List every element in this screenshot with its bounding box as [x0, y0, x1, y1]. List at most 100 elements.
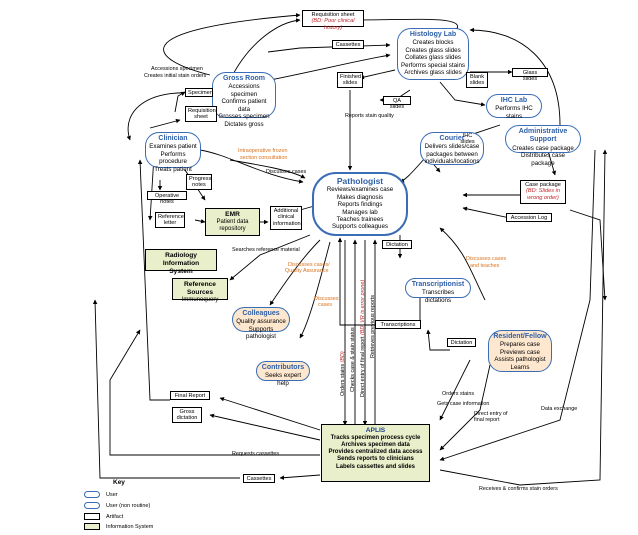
artifact-text: clinical	[277, 214, 295, 221]
emr-line: repository	[219, 226, 246, 233]
edge-label: Discusses cases	[466, 256, 507, 262]
refs-sub: Immunoquery	[181, 297, 219, 304]
colleagues-node: Colleagues Quality assurance Supports pa…	[232, 307, 290, 340]
edge-label: Direct entry of	[474, 411, 508, 417]
pathologist-line: Manages lab	[342, 208, 378, 216]
artifact-text: Finished	[340, 74, 362, 80]
contributors-line: Seeks expert help	[264, 372, 302, 387]
artifact-text: Additional	[273, 208, 299, 214]
bottleneck-text: (BD: Poor clinical history)	[311, 18, 355, 31]
artifact-text: Progress	[189, 176, 212, 182]
artifact-text: Reference	[158, 214, 184, 220]
resident-fellow-line: Prepares case	[500, 341, 540, 349]
artifact-text: Glass slides	[522, 70, 538, 83]
key-row-artifact: Artifact	[84, 513, 123, 520]
artifact-text: Final Report	[174, 393, 206, 399]
key-row-user: User	[84, 491, 118, 498]
key-row-information-system: Information System	[84, 523, 153, 530]
artifact-text: Dictation	[386, 242, 408, 248]
artifact-text: Blank	[470, 74, 484, 80]
pathologist-line: Makes diagnosis	[336, 193, 384, 201]
cassettes-artifact: Cassettes	[332, 40, 364, 49]
gross-room-line: Grosses specimen	[218, 113, 270, 121]
artifact-text: information	[273, 220, 301, 227]
courier-line: packages between	[426, 150, 478, 158]
nonroutine-user-swatch	[84, 502, 100, 509]
pathologist-line: Supports colleagues	[331, 223, 389, 231]
courier-title: Courier	[439, 135, 465, 142]
resident-fellow-node: Resident/Fellow Prepares case Previews c…	[488, 330, 552, 372]
aplis-system: APLIS Tracks specimen process cycle Arch…	[321, 424, 430, 482]
clinician-line: Examines patient	[149, 143, 197, 151]
resident-fellow-line: Assists pathologist	[494, 356, 546, 364]
artifact-text: Cassettes	[246, 476, 272, 482]
edge-label: Quality Assurance	[285, 268, 329, 274]
artifact-text: Specimen	[188, 90, 213, 96]
clinician-line: Performs procedure	[159, 150, 187, 166]
histology-lab-line: Collates glass slides	[404, 54, 462, 62]
key-label: Artifact	[106, 513, 124, 520]
administrative-support-line: Creates case package	[512, 144, 574, 152]
emr-line: Patient data	[216, 218, 249, 225]
vertical-edge-label: Retrieves previous reports	[370, 295, 376, 358]
transcriptions-artifact: Transcriptions	[375, 320, 421, 329]
clinician-title: Clinician	[158, 135, 188, 142]
histology-lab-line: Creates blocks	[412, 39, 454, 47]
edge-label: Requests cassettes	[232, 451, 280, 457]
vertical-edge-label: Orders stains (BD)	[340, 351, 346, 396]
gross-room-line: Dictates gross	[224, 120, 264, 128]
artifact-swatch	[84, 513, 100, 520]
edge-text: Checks case & stain status	[350, 327, 356, 392]
edge-label: Data exchange	[541, 406, 578, 412]
operative-notes-artifact: Operative notes	[147, 191, 187, 205]
artifact-text: Gross	[179, 409, 195, 415]
resident-fellow-line: Learns	[510, 363, 530, 371]
key-label: Information System	[106, 523, 154, 530]
aplis-line: Labels cassettes and slides	[335, 463, 416, 470]
ihc-lab-title: IHC Lab	[500, 97, 528, 104]
gross-room-node: Gross Room Accessions specimen Confirms …	[212, 72, 276, 128]
artifact-text: Dictation	[450, 340, 473, 346]
artifact-text: IHC slides	[460, 133, 475, 146]
reference-sources-system: Reference Sources Immunoquery	[172, 278, 228, 303]
edge-label: Creates initial stain orders	[144, 73, 207, 79]
transcriptionist-title: Transcriptionist	[411, 281, 465, 288]
courier-line: individuals/locations	[424, 158, 480, 166]
contributors-title: Contributors	[261, 364, 305, 371]
case-package-artifact: Case package (BD: Slides in wrong order)	[520, 180, 566, 204]
edge-label: section consultation	[240, 155, 288, 161]
additional-clinical-info-artifact: Additional clinical information	[270, 206, 302, 230]
aplis-line: Tracks specimen process cycle	[330, 434, 421, 441]
edge-label: Searches reference material	[232, 247, 300, 253]
administrative-support-line: Distributes case package	[520, 152, 566, 167]
histology-lab-node: Histology Lab Creates blocks Creates gla…	[397, 28, 469, 80]
transcriptionist-line: Transcribes dictations	[421, 289, 455, 304]
edge-text: Direct entry of final report	[360, 336, 366, 397]
courier-line: Delivers slides/case	[424, 143, 480, 151]
edge-label: Discusses cases/	[288, 262, 330, 268]
key-row-user-nonroutine: User (non routine)	[84, 502, 150, 509]
dictation-resident-artifact: Dictation	[447, 338, 476, 347]
aplis-line: Archives specimen data	[341, 442, 410, 449]
refs-title-2: Sources	[186, 288, 214, 296]
bottleneck-text: (BD: VR is error prone)	[360, 279, 366, 335]
emr-title: EMR	[225, 211, 240, 218]
histology-lab-line: Performs special stains	[401, 61, 465, 69]
colleagues-line: Quality assurance	[236, 318, 286, 326]
edge-label: Intraoperative frozen	[238, 148, 288, 154]
requisition-sheet-artifact: Requisition sheet (BD: Poor clinical his…	[302, 10, 364, 31]
aplis-line: Sends reports to clinicians	[337, 456, 414, 463]
edge-text: Orders stains	[340, 363, 346, 396]
gross-room-title: Gross Room	[222, 75, 265, 82]
artifact-text: slides	[342, 80, 358, 87]
reference-letter-artifact: Reference letter	[155, 212, 185, 228]
glass-slides-artifact: Glass slides	[512, 68, 548, 82]
artifact-text: letter	[163, 220, 177, 227]
refs-title: Reference	[184, 281, 216, 288]
colleagues-title: Colleagues	[242, 310, 280, 317]
artifact-text: Operative notes	[154, 193, 180, 206]
radiology-information-system: Radiology Information System	[145, 249, 217, 275]
ihc-lab-line: Performs IHC stains	[495, 105, 533, 120]
colleagues-line: Supports pathologist	[246, 325, 276, 341]
